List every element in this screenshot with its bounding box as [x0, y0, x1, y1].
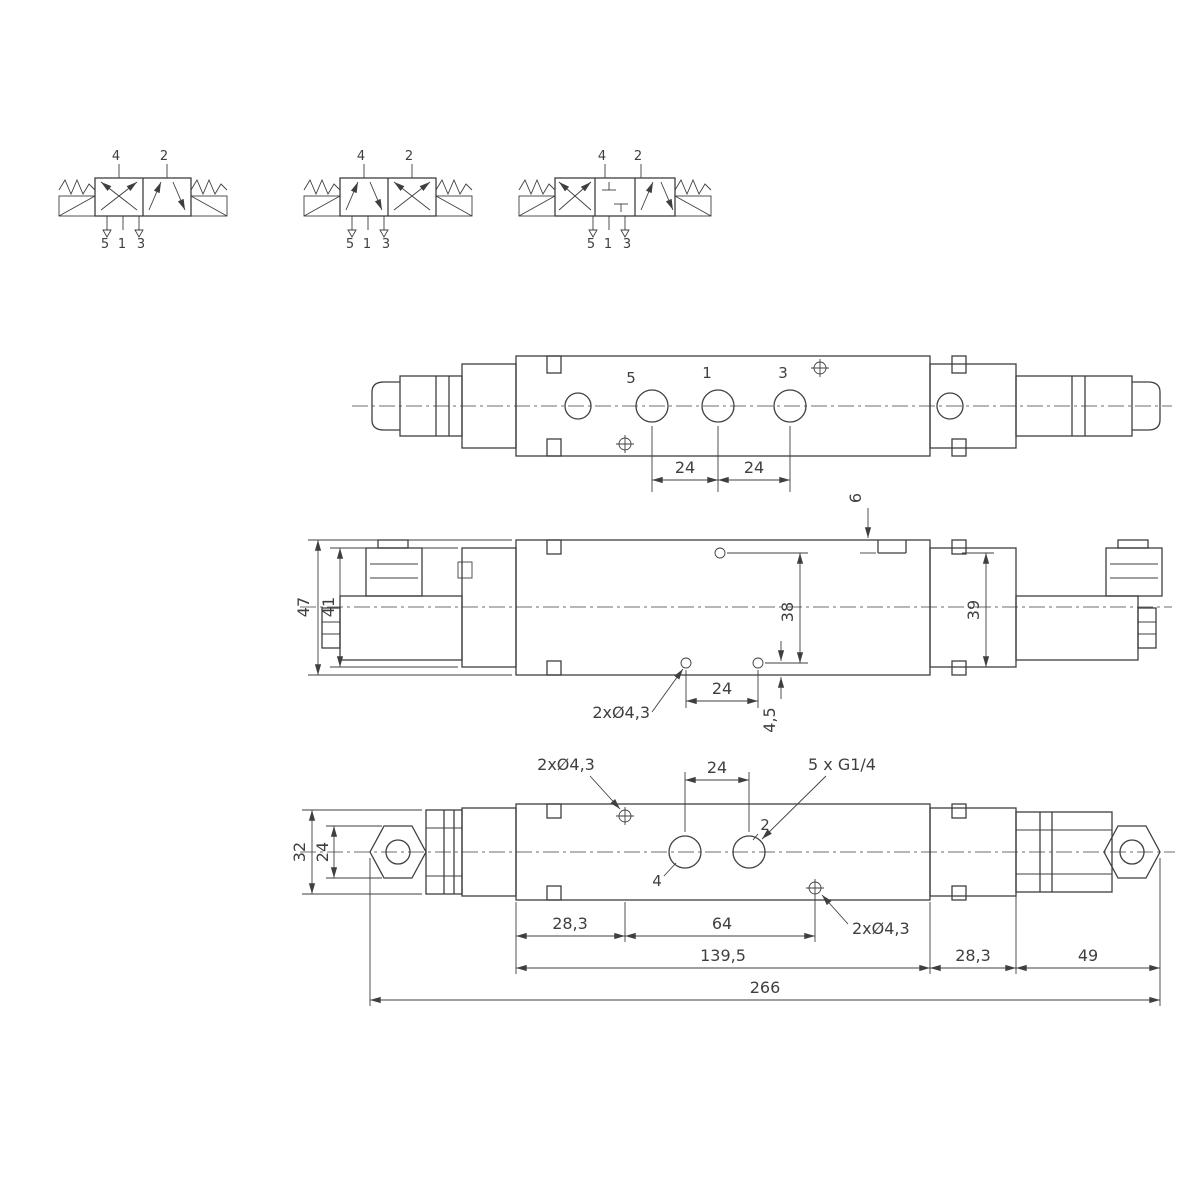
valve-schematic-3: 4 2 5 1 3: [518, 149, 712, 252]
spring-pilot-left: [518, 178, 556, 217]
port-2-circle: [732, 835, 766, 869]
right-nut-assembly: [1015, 811, 1161, 893]
schematic2-port4-label: 4: [357, 149, 365, 164]
port-2-label: 2: [760, 816, 770, 834]
port-5-label: 5: [626, 369, 636, 387]
schematic1-port4-label: 4: [112, 149, 120, 164]
dim-24-nut: 24: [313, 825, 382, 879]
dim-4-5-label: 4,5: [760, 707, 779, 732]
dim-39: 39: [962, 552, 994, 668]
schematic3-port1-label: 1: [604, 237, 612, 252]
dim-38-label: 38: [778, 602, 797, 622]
bottom-hole-right: [752, 657, 764, 669]
bottom-view: 4 2 2xØ4,3 24 5 x G1/4 2xØ4,3: [290, 755, 1175, 1006]
port-3-label: 3: [778, 364, 788, 382]
dim-port-spacing: 24 24: [651, 426, 791, 492]
mount-hole-mark-top: [616, 807, 634, 825]
schematic2-port3-label: 3: [382, 237, 390, 252]
dim-6-label: 6: [846, 493, 865, 503]
thread-label: 5 x G1/4: [808, 755, 876, 774]
top-step: [877, 540, 907, 554]
dim-row-3: 266: [369, 858, 1160, 1006]
hole-diameter-label-bottom: 2xØ4,3: [852, 919, 910, 938]
hole-diameter-label: 2xØ4,3: [592, 703, 650, 722]
spring-pilot-left: [303, 178, 341, 217]
dim-24-label-a: 24: [675, 458, 695, 477]
side-view: 47 41 6 38 39 2xØ4,3: [294, 493, 1172, 733]
dim-4-5: 4,5: [760, 641, 790, 733]
port-1-circle: [701, 389, 735, 423]
dim-24-nut-label: 24: [313, 842, 332, 862]
dim-6: 6: [846, 493, 876, 554]
right-solenoid: [1015, 375, 1161, 437]
schematic2-port1-label: 1: [363, 237, 371, 252]
dim-47: 47: [294, 539, 512, 676]
spring-pilot-left: [58, 178, 96, 217]
pilot-hole-right: [936, 392, 964, 420]
pilot-hole-left: [564, 392, 592, 420]
dim-28-3-right-label: 28,3: [955, 946, 991, 965]
dim-41-label: 41: [319, 597, 338, 617]
spring-pilot-right: [674, 178, 712, 217]
hole-callout: 2xØ4,3: [592, 668, 684, 722]
schematic1-port1-label: 1: [118, 237, 126, 252]
port-4-label: 4: [652, 872, 662, 890]
schematic3-port4-label: 4: [598, 149, 606, 164]
schematic3-port5-label: 5: [587, 237, 595, 252]
hole-callout-top: 2xØ4,3: [537, 755, 621, 810]
thread-callout: 5 x G1/4: [761, 755, 876, 840]
dim-47-label: 47: [294, 597, 313, 617]
schematic2-port5-label: 5: [346, 237, 354, 252]
dim-39-label: 39: [964, 600, 983, 620]
dim-49-label: 49: [1078, 946, 1098, 965]
port-3-circle: [773, 389, 807, 423]
right-solenoid-connector: [1015, 539, 1163, 661]
schematic3-port2-label: 2: [634, 149, 642, 164]
valve-schematic-1: 4 2 5 1 3: [58, 149, 228, 252]
dim-24-label: 24: [712, 679, 732, 698]
dim-32-label: 32: [290, 842, 309, 862]
hole-diameter-label-top: 2xØ4,3: [537, 755, 595, 774]
dim-64-label: 64: [712, 914, 732, 933]
port-5-circle: [635, 389, 669, 423]
dim-row-2: 139,5 28,3 49: [516, 858, 1161, 1006]
valve-schematic-2: 4 2 5 1 3: [303, 149, 473, 252]
port-4-circle: [668, 835, 702, 869]
spring-pilot-right: [435, 178, 473, 217]
dim-24-holes: 24: [685, 670, 759, 708]
hole-callout-bottom: 2xØ4,3: [821, 894, 910, 938]
top-view: 5 1 3 24 24: [352, 355, 1172, 492]
mount-hole-mark-bottom: [616, 435, 634, 453]
top-hole: [714, 547, 726, 559]
schematic1-port3-label: 3: [137, 237, 145, 252]
bottom-hole-left: [680, 657, 692, 669]
schematic1-port2-label: 2: [160, 149, 168, 164]
dim-266-label: 266: [750, 978, 781, 997]
dim-139-5-label: 139,5: [700, 946, 746, 965]
dim-32: 32: [290, 809, 422, 895]
dim-row-1: 28,3 64: [515, 897, 816, 974]
spring-pilot-right: [190, 178, 228, 217]
dim-28-3-left-label: 28,3: [552, 914, 588, 933]
dim-24-ports-label: 24: [707, 758, 727, 777]
schematic2-port2-label: 2: [405, 149, 413, 164]
dim-41: 41: [319, 547, 458, 668]
port-1-label: 1: [702, 364, 712, 382]
mount-hole-mark-bottom: [806, 879, 824, 897]
schematic1-port5-label: 5: [101, 237, 109, 252]
schematic3-port3-label: 3: [623, 237, 631, 252]
dim-24-label-b: 24: [744, 458, 764, 477]
mount-hole-mark-top: [811, 359, 829, 377]
dim-24-ports: 24: [684, 758, 750, 832]
